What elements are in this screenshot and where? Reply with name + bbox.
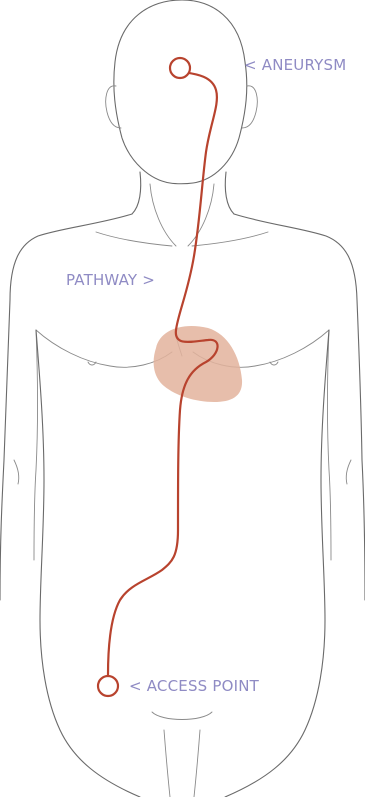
access-point-marker — [98, 676, 118, 696]
right-inner-arm — [328, 330, 332, 560]
aneurysm-marker — [170, 58, 190, 78]
heart-highlight — [154, 326, 242, 402]
left-inner-arm — [34, 330, 38, 560]
torso-left-side — [36, 330, 140, 797]
neck-muscle-left — [150, 184, 176, 246]
right-shoulder-arm — [234, 214, 365, 600]
left-thigh-inner — [164, 730, 170, 797]
groin-line — [152, 712, 212, 720]
right-ear — [242, 86, 257, 128]
collarbone-right — [192, 232, 268, 246]
neck-left — [132, 172, 141, 214]
collarbone-left — [96, 232, 172, 246]
right-thigh-inner — [194, 730, 200, 797]
neck-right — [225, 172, 234, 214]
left-elbow-mark — [14, 460, 19, 484]
head-outline — [114, 0, 247, 184]
left-pectoral — [36, 330, 172, 367]
pathway-label: PATHWAY > — [66, 271, 155, 289]
access-point-label: < ACCESS POINT — [129, 677, 259, 695]
torso-right-side — [225, 330, 329, 797]
aneurysm-label: < ANEURYSM — [244, 56, 346, 74]
right-elbow-mark — [346, 460, 351, 484]
